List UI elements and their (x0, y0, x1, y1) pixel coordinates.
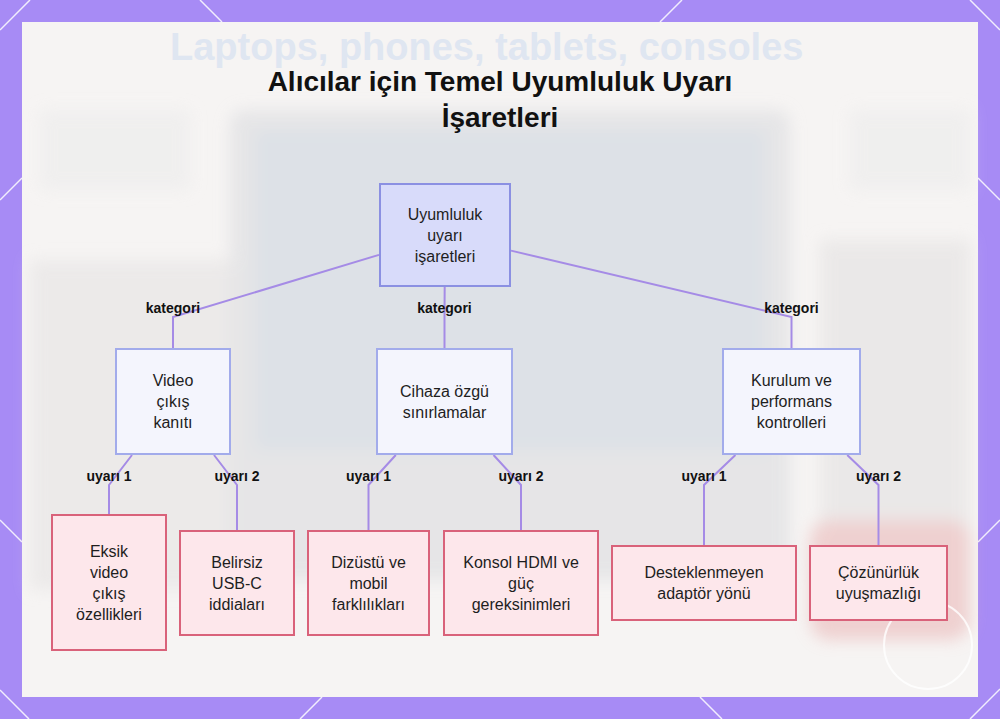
edge-label: uyarı 1 (679, 468, 728, 484)
connector-line (173, 255, 379, 348)
connector-line (444, 287, 446, 348)
background-caption: Laptops, phones, tablets, consoles (170, 26, 803, 69)
category-box: Cihaza özgü sınırlamalar (376, 348, 513, 455)
warning-box: Dizüstü ve mobil farklılıkları (307, 530, 430, 636)
connector-line (214, 455, 237, 530)
warning-box: Eksik video çıkış özellikleri (51, 514, 167, 651)
connector-line (511, 251, 792, 348)
edge-label: kategori (762, 300, 820, 316)
connector-line (369, 455, 396, 530)
warning-box: Desteklenmeyen adaptör yönü (611, 545, 797, 621)
edge-label: uyarı 1 (344, 468, 393, 484)
node-text: Kurulum ve performans kontrolleri (738, 370, 845, 433)
node-text: Çözünürlük uyuşmazlığı (829, 562, 928, 604)
node-text: Dizüstü ve mobil farklılıkları (329, 552, 408, 615)
root-box: Uyumluluk uyarı işaretleri (379, 183, 511, 287)
node-text: Desteklenmeyen adaptör yönü (635, 562, 773, 604)
warning-box: Çözünürlük uyuşmazlığı (809, 545, 948, 621)
node-text: Eksik video çıkış özellikleri (75, 541, 143, 625)
node-text: Konsol HDMI ve güç gereksinimleri (459, 552, 583, 615)
warning-box: Belirsiz USB-C iddiaları (179, 530, 295, 636)
node-text: Belirsiz USB-C iddiaları (199, 552, 275, 615)
node-text: Video çıkış kanıtı (135, 370, 211, 433)
blurred-photo (30, 110, 970, 640)
node-text: Cihaza özgü sınırlamalar (392, 381, 497, 423)
category-box: Video çıkış kanıtı (115, 348, 231, 455)
content-panel (22, 22, 978, 697)
edge-label: uyarı 2 (496, 468, 545, 484)
warning-box: Konsol HDMI ve güç gereksinimleri (443, 530, 599, 636)
connector-line (109, 455, 132, 514)
node-text: Uyumluluk uyarı işaretleri (395, 204, 495, 267)
edge-label: uyarı 2 (212, 468, 261, 484)
diagram-title: Alıcılar için Temel Uyumluluk Uyarı İşar… (210, 64, 790, 136)
edge-label: kategori (144, 300, 202, 316)
category-box: Kurulum ve performans kontrolleri (722, 348, 861, 455)
connector-line (494, 455, 521, 530)
edge-label: kategori (415, 300, 473, 316)
edge-label: uyarı 1 (84, 468, 133, 484)
edge-label: uyarı 2 (854, 468, 903, 484)
